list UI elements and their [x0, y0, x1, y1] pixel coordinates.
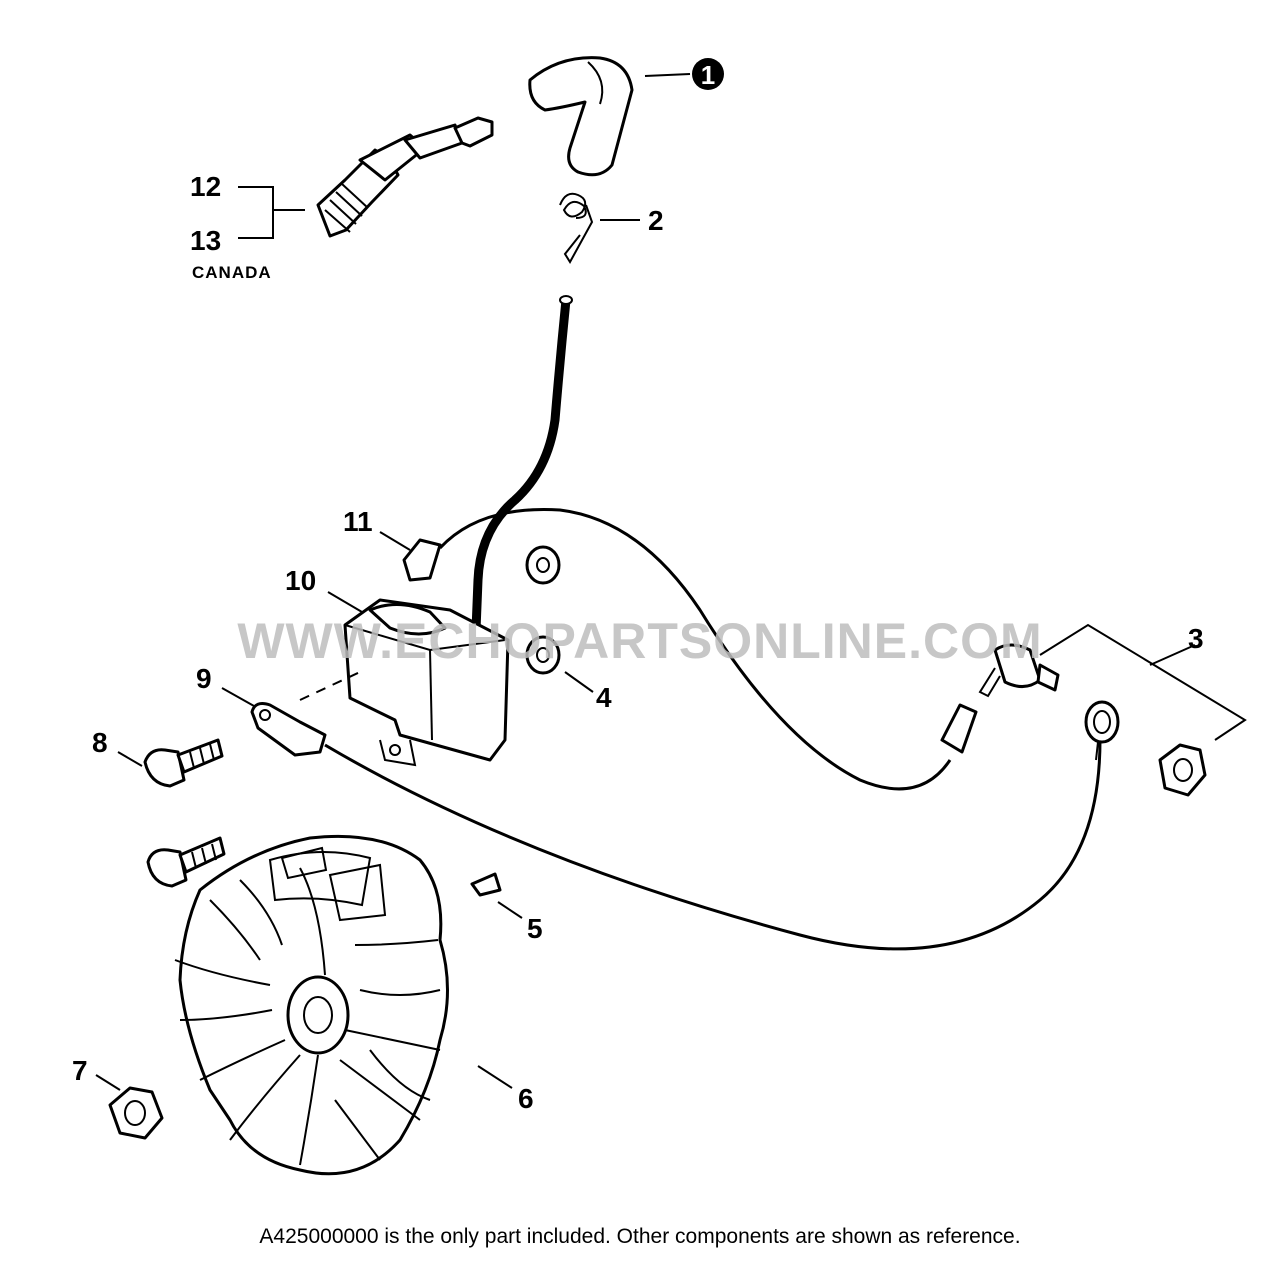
ignition-coil	[343, 598, 510, 767]
boot-spring	[559, 192, 594, 264]
spark-plug	[316, 116, 494, 238]
leader-line-7	[95, 1074, 121, 1091]
callout-11: 11	[343, 506, 373, 537]
callout-2: 2	[648, 205, 664, 236]
callout-13: 13	[190, 225, 221, 256]
coil-terminal	[402, 538, 442, 582]
watermark-text: WWW.ECHOPARTSONLINE.COM	[237, 613, 1042, 669]
canada-label: CANADA	[192, 263, 272, 282]
flywheel-key	[470, 872, 502, 897]
footnote-text: A425000000 is the only part included. Ot…	[259, 1225, 1020, 1248]
leader-line-11	[379, 531, 411, 551]
dashed-guide	[299, 671, 361, 701]
stop-switch	[978, 643, 1060, 698]
switch-nut	[1158, 743, 1207, 797]
callout-5: 5	[527, 913, 543, 944]
coil-spacers	[525, 545, 561, 675]
ground-lead	[324, 739, 1102, 951]
bracket-12-13	[238, 186, 305, 239]
high-voltage-lead	[469, 295, 571, 685]
coil-screw-lower	[146, 836, 226, 888]
leader-line-8	[117, 751, 143, 767]
leader-line-10	[327, 591, 363, 613]
callout-3: 3	[1188, 623, 1204, 654]
callout-8: 8	[92, 727, 108, 758]
callout-9: 9	[196, 663, 212, 694]
leader-line-4	[564, 671, 594, 693]
callout-7: 7	[72, 1055, 88, 1086]
coil-screw-upper	[143, 738, 224, 788]
bracket-3	[1039, 623, 1247, 741]
spark-plug-boot	[528, 56, 634, 177]
callout-6: 6	[518, 1083, 534, 1114]
flywheel	[174, 834, 449, 1176]
callout-10: 10	[285, 565, 316, 596]
callout-badge-1	[692, 58, 724, 90]
leader-line-5	[497, 901, 523, 919]
wire-connector	[940, 703, 978, 754]
leader-line-1	[644, 73, 691, 77]
callout-12: 12	[190, 171, 221, 202]
leader-line-9	[221, 687, 255, 707]
ring-terminal	[1084, 700, 1120, 761]
callout-1: 1	[701, 60, 715, 90]
ground-terminal	[250, 702, 327, 757]
callout-4: 4	[596, 682, 612, 713]
flywheel-nut	[108, 1086, 164, 1140]
stop-wire	[438, 508, 952, 791]
leader-line-6	[477, 1065, 513, 1089]
